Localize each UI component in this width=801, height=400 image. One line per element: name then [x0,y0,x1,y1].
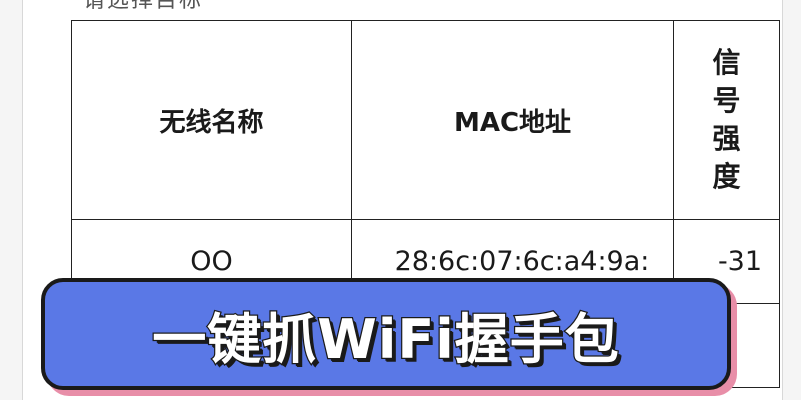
column-header-signal: 信 号 强 度 [673,20,780,220]
capture-handshake-banner[interactable]: 一键抓WiFi握手包 [41,278,731,390]
column-header-mac: MAC地址 [351,20,674,220]
signal-value: -31 [717,245,763,277]
column-header-signal-char: 度 [712,160,741,193]
column-header-signal-char: 强 [712,122,741,155]
column-header-signal-char: 号 [712,84,741,117]
banner-title: 一键抓WiFi握手包 [151,306,620,372]
card-title: 请选择目标 [83,0,204,13]
ssid-value: OO [190,245,233,277]
column-header-signal-char: 信 [712,46,741,79]
column-header-ssid: 无线名称 [71,20,352,220]
mac-value: 28:6c:07:6c:a4:9a: [394,245,650,277]
table-header-row: 无线名称 MAC地址 信 号 强 度 [71,20,780,220]
